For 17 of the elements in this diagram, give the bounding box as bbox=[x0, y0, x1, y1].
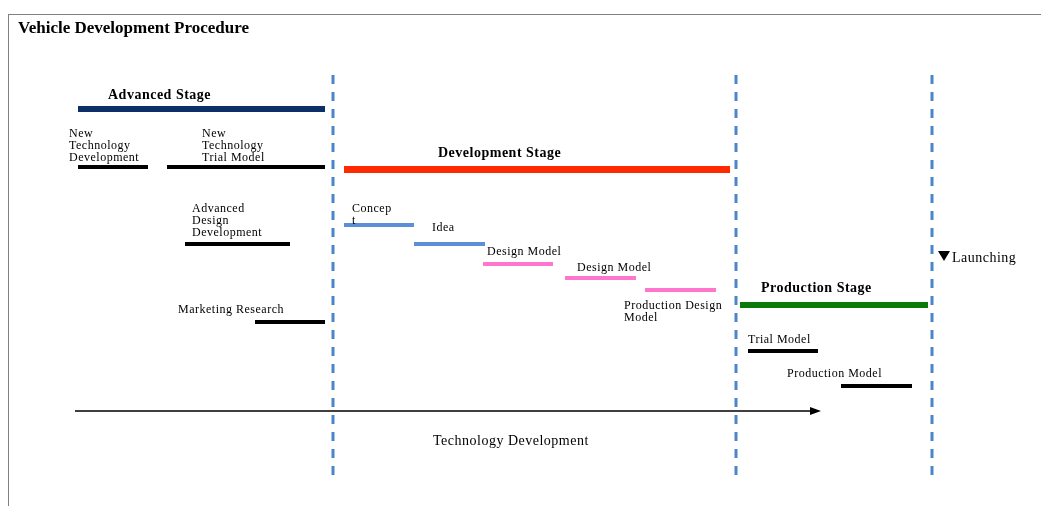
arrow-caption: Technology Development bbox=[433, 432, 589, 450]
task-label: Trial Model bbox=[748, 333, 812, 345]
task-label: Design Model bbox=[487, 245, 563, 257]
task-label: Design Model bbox=[577, 261, 653, 273]
stage-label: Development Stage bbox=[438, 145, 562, 161]
task-label: Production Design Model bbox=[624, 299, 724, 323]
task-label: Production Model bbox=[787, 367, 883, 379]
task-label: Concep t bbox=[352, 202, 393, 226]
task-label: New Technology Development bbox=[69, 127, 141, 163]
stage-label: Advanced Stage bbox=[108, 87, 212, 103]
task-label: Idea bbox=[432, 221, 456, 233]
stage-label: Production Stage bbox=[761, 280, 872, 296]
task-label: New Technology Trial Model bbox=[202, 127, 266, 163]
task-label: Marketing Research bbox=[178, 303, 285, 315]
task-label: Advanced Design Development bbox=[192, 202, 264, 238]
diagram-title: Vehicle Development Procedure bbox=[18, 17, 250, 39]
milestone-label: Launching bbox=[952, 249, 1017, 267]
